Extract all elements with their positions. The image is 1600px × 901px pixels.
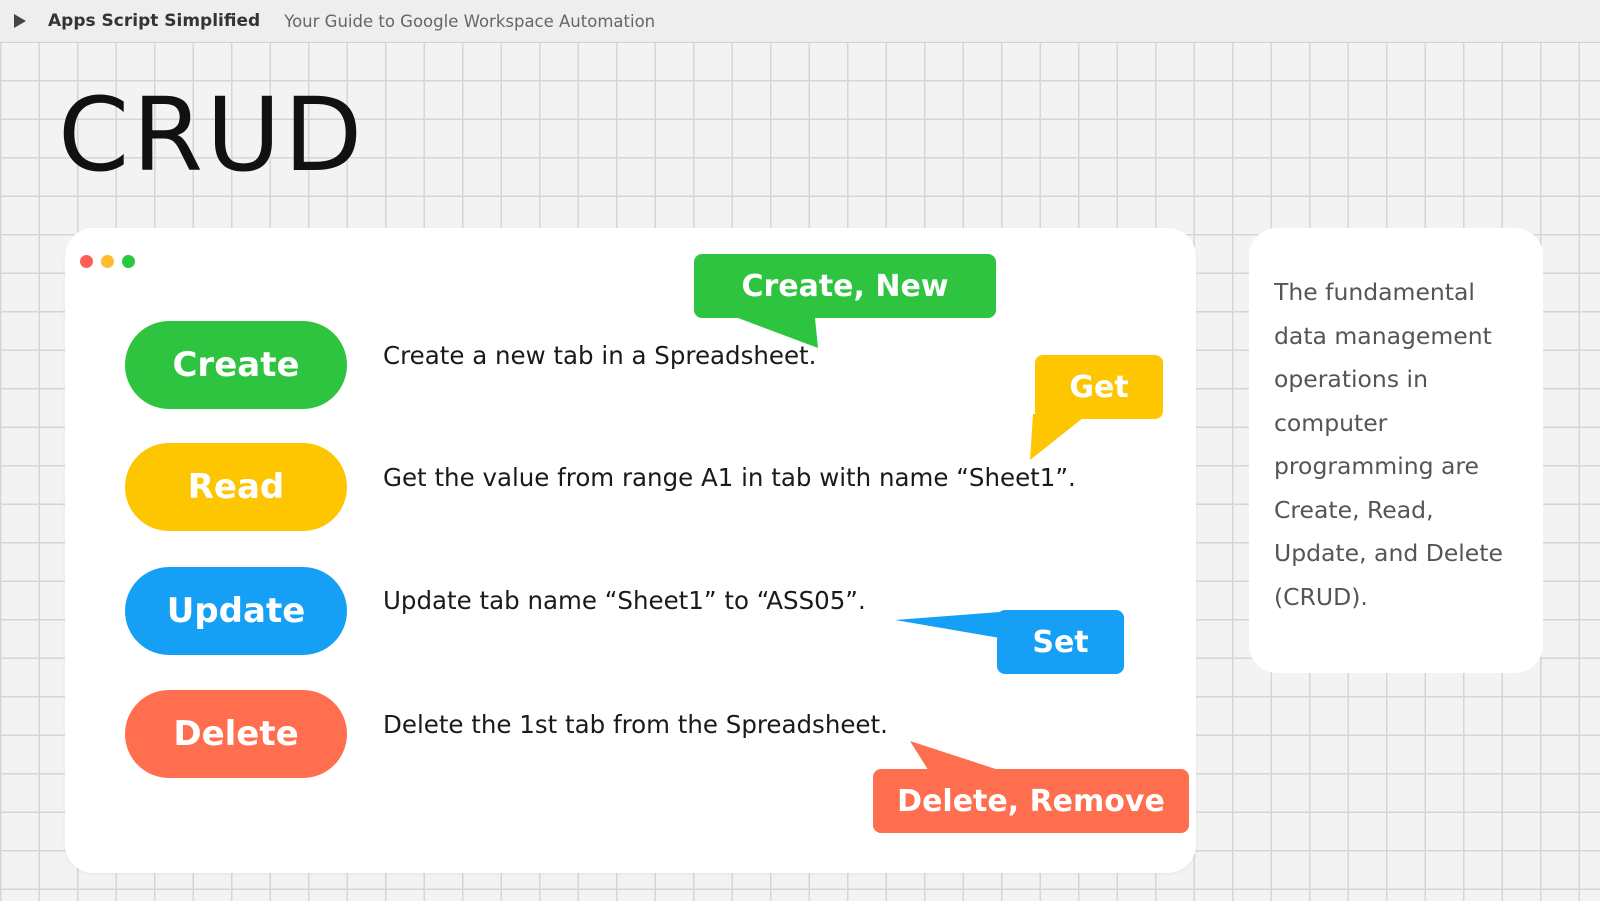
delete-callout: Delete, Remove — [873, 769, 1189, 833]
update-description: Update tab name “Sheet1” to “ASS05”. — [383, 586, 866, 615]
read-description: Get the value from range A1 in tab with … — [383, 463, 1076, 492]
maximize-dot-icon[interactable] — [122, 255, 135, 268]
close-dot-icon[interactable] — [80, 255, 93, 268]
brand-name: Apps Script Simplified — [48, 11, 261, 31]
create-button[interactable]: Create — [125, 321, 347, 409]
create-description: Create a new tab in a Spreadsheet. — [383, 341, 817, 370]
update-button[interactable]: Update — [125, 567, 347, 655]
crud-card: Create Create a new tab in a Spreadsheet… — [65, 228, 1196, 873]
window-controls — [80, 255, 135, 268]
play-icon[interactable] — [14, 14, 26, 28]
delete-description: Delete the 1st tab from the Spreadsheet. — [383, 710, 888, 739]
minimize-dot-icon[interactable] — [101, 255, 114, 268]
read-button[interactable]: Read — [125, 443, 347, 531]
update-callout: Set — [997, 610, 1124, 674]
read-callout: Get — [1035, 355, 1163, 419]
top-bar: Apps Script Simplified Your Guide to Goo… — [0, 0, 1600, 43]
page-title: CRUD — [58, 76, 366, 195]
delete-button[interactable]: Delete — [125, 690, 347, 778]
summary-text: The fundamental data management operatio… — [1274, 278, 1503, 611]
summary-card: The fundamental data management operatio… — [1249, 228, 1543, 673]
tagline: Your Guide to Google Workspace Automatio… — [284, 11, 656, 31]
create-callout: Create, New — [694, 254, 996, 318]
